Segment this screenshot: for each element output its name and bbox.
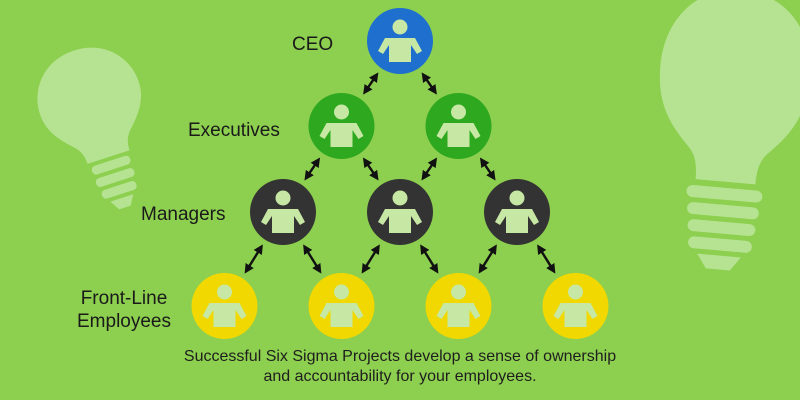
person-head — [568, 284, 583, 300]
person-head — [334, 284, 349, 300]
node-executives-2 — [425, 93, 492, 159]
double-arrow-icon — [537, 244, 556, 274]
node-managers-3 — [484, 179, 550, 245]
node-managers-1 — [250, 179, 316, 245]
person-icon — [261, 190, 305, 233]
person-icon — [495, 190, 539, 233]
caption-line-2: and accountability for your employees. — [263, 368, 537, 385]
person-head — [451, 284, 466, 300]
person-head — [392, 19, 408, 35]
caption: Successful Six Sigma Projects develop a … — [150, 347, 650, 387]
person-icon — [436, 104, 481, 147]
person-icon — [553, 284, 598, 327]
double-arrow-icon — [362, 157, 379, 181]
lightbulb-icon-left — [37, 47, 142, 210]
level-label-managers: Managers — [141, 204, 226, 225]
level-label-front-line-line2: Employees — [77, 311, 171, 332]
double-arrow-icon — [304, 157, 321, 181]
node-front_line-1 — [191, 273, 258, 339]
lightbulb-icon-right — [659, 0, 800, 271]
person-body — [436, 123, 481, 147]
person-head — [217, 284, 232, 300]
person-head — [392, 190, 408, 206]
person-head — [275, 190, 291, 206]
double-arrow-icon — [363, 72, 379, 95]
double-arrow-icon — [244, 244, 263, 274]
person-body — [261, 209, 305, 233]
person-body — [436, 303, 481, 327]
person-body — [553, 303, 598, 327]
double-arrow-icon — [478, 244, 497, 274]
person-body — [319, 303, 364, 327]
person-body — [202, 303, 247, 327]
person-icon — [319, 284, 364, 327]
arrow-layer — [244, 72, 556, 274]
double-arrow-icon — [361, 244, 380, 274]
person-body — [495, 209, 539, 233]
caption-line-1: Successful Six Sigma Projects develop a … — [183, 348, 617, 365]
person-body — [378, 209, 422, 233]
person-body — [319, 123, 364, 147]
node-executives-1 — [308, 93, 375, 159]
double-arrow-icon — [421, 157, 438, 181]
level-label-ceo: CEO — [292, 34, 334, 55]
node-layer — [191, 8, 609, 339]
node-front_line-2 — [308, 273, 375, 339]
person-icon — [319, 104, 364, 147]
node-front_line-3 — [425, 273, 492, 339]
person-body — [378, 38, 422, 62]
double-arrow-icon — [479, 157, 496, 181]
node-ceo-1 — [367, 8, 433, 74]
person-icon — [202, 284, 247, 327]
double-arrow-icon — [420, 244, 439, 274]
double-arrow-icon — [303, 244, 322, 274]
person-icon — [378, 19, 422, 62]
level-label-front-line: Front-Line Employees — [64, 287, 184, 333]
person-head — [509, 190, 525, 206]
person-head — [451, 104, 466, 120]
person-icon — [378, 190, 422, 233]
person-icon — [436, 284, 481, 327]
level-label-front-line-line1: Front-Line — [80, 288, 168, 309]
person-head — [334, 104, 349, 120]
node-managers-2 — [367, 179, 433, 245]
double-arrow-icon — [421, 72, 437, 95]
level-label-executives: Executives — [188, 120, 280, 141]
node-front_line-4 — [542, 273, 609, 339]
